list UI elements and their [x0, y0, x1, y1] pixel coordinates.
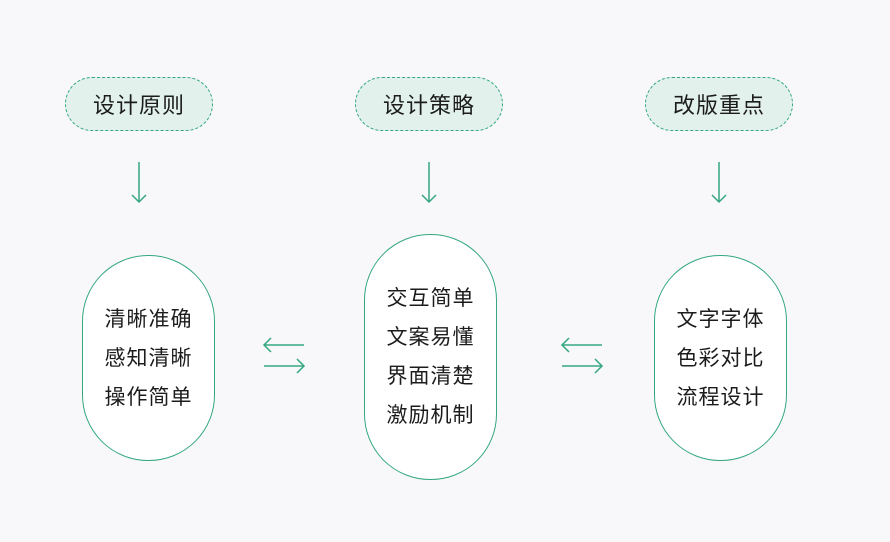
- list-item: 激励机制: [386, 403, 475, 427]
- header-label: 设计策略: [382, 94, 475, 119]
- header-design-principles: 设计原则: [65, 77, 213, 131]
- header-label: 设计原则: [92, 94, 185, 119]
- header-redesign-focus: 改版重点: [645, 77, 793, 131]
- list-item: 流程设计: [676, 384, 765, 409]
- list-item: 感知清晰: [104, 345, 193, 370]
- arrow-down-icon: [421, 162, 437, 204]
- list-item: 色彩对比: [676, 345, 765, 370]
- list-item: 清晰准确: [104, 306, 193, 331]
- bidirectional-arrow-icon: [262, 337, 306, 374]
- bidirectional-arrow-icon: [560, 337, 604, 374]
- list-item: 界面清楚: [386, 364, 475, 388]
- list-item: 文字字体: [676, 306, 765, 331]
- strategy-capsule: 交互简单 文案易懂 界面清楚 激励机制: [364, 234, 497, 480]
- header-label: 改版重点: [672, 94, 765, 119]
- list-item: 交互简单: [386, 286, 475, 310]
- focus-capsule: 文字字体 色彩对比 流程设计: [654, 255, 787, 461]
- list-item: 文案易懂: [386, 325, 475, 349]
- arrow-down-icon: [711, 162, 727, 204]
- arrow-down-icon: [131, 162, 147, 204]
- header-design-strategy: 设计策略: [355, 77, 503, 131]
- principles-capsule: 清晰准确 感知清晰 操作简单: [82, 255, 215, 461]
- list-item: 操作简单: [104, 384, 193, 409]
